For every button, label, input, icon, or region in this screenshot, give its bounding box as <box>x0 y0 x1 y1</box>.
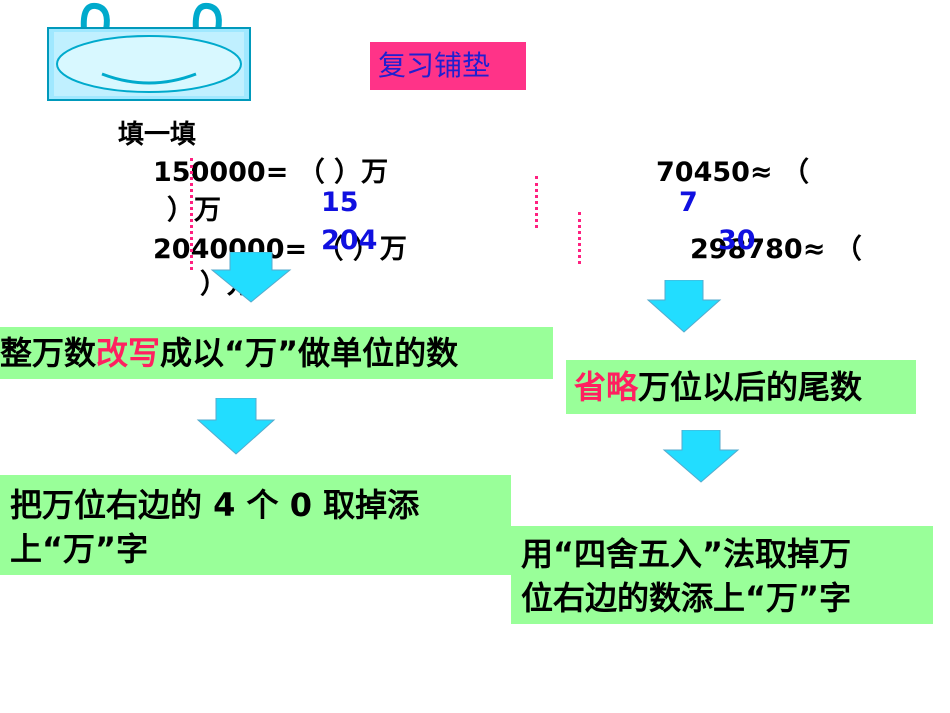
left-step2-line2: 上“万”字 <box>10 530 149 568</box>
left-step1-pre: 整万数 <box>0 334 97 372</box>
right-step1-box: 省略万位以后的尾数 <box>566 360 916 414</box>
answer-1: 15 <box>321 187 359 218</box>
line3-left: 2040000= （ ）万 <box>153 234 407 265</box>
line3-right: 298780≈ （ <box>690 234 862 265</box>
left-step1-highlight: 改写 <box>96 334 161 372</box>
left-step1-box: 整万数改写成以“万”做单位的数 <box>0 327 553 379</box>
exercise-heading: 填一填 <box>118 120 197 150</box>
answer-2: 204 <box>321 225 378 256</box>
right-step1-highlight: 省略 <box>574 368 639 406</box>
left-step2-box: 把万位右边的 4 个 0 取掉添 上“万”字 <box>0 475 511 575</box>
down-arrow-icon <box>196 398 276 455</box>
dotted-marker-3 <box>578 212 581 264</box>
dotted-marker-2 <box>535 176 538 228</box>
left-step2-line1: 把万位右边的 4 个 0 取掉添 <box>10 486 420 524</box>
section-title: 复习铺垫 <box>370 42 526 90</box>
answer-4: 30 <box>718 225 756 256</box>
down-arrow-icon <box>210 252 292 303</box>
dotted-marker-1 <box>190 158 193 270</box>
down-arrow-icon <box>662 430 740 483</box>
cartoon-face-logo <box>47 2 251 101</box>
line1-right: 70450≈ （ <box>656 157 809 188</box>
line2-left: ）万 <box>167 195 221 226</box>
down-arrow-icon <box>646 280 722 333</box>
right-step2-line2: 位右边的数添上“万”字 <box>521 579 852 617</box>
right-step1-post: 万位以后的尾数 <box>638 368 863 406</box>
right-step2-box: 用“四舍五入”法取掉万 位右边的数添上“万”字 <box>511 526 933 624</box>
right-step2-line1: 用“四舍五入”法取掉万 <box>521 535 852 573</box>
left-step1-post: 成以“万”做单位的数 <box>160 334 459 372</box>
answer-3: 7 <box>679 187 698 218</box>
line1-left: 150000= （ ）万 <box>153 157 389 188</box>
